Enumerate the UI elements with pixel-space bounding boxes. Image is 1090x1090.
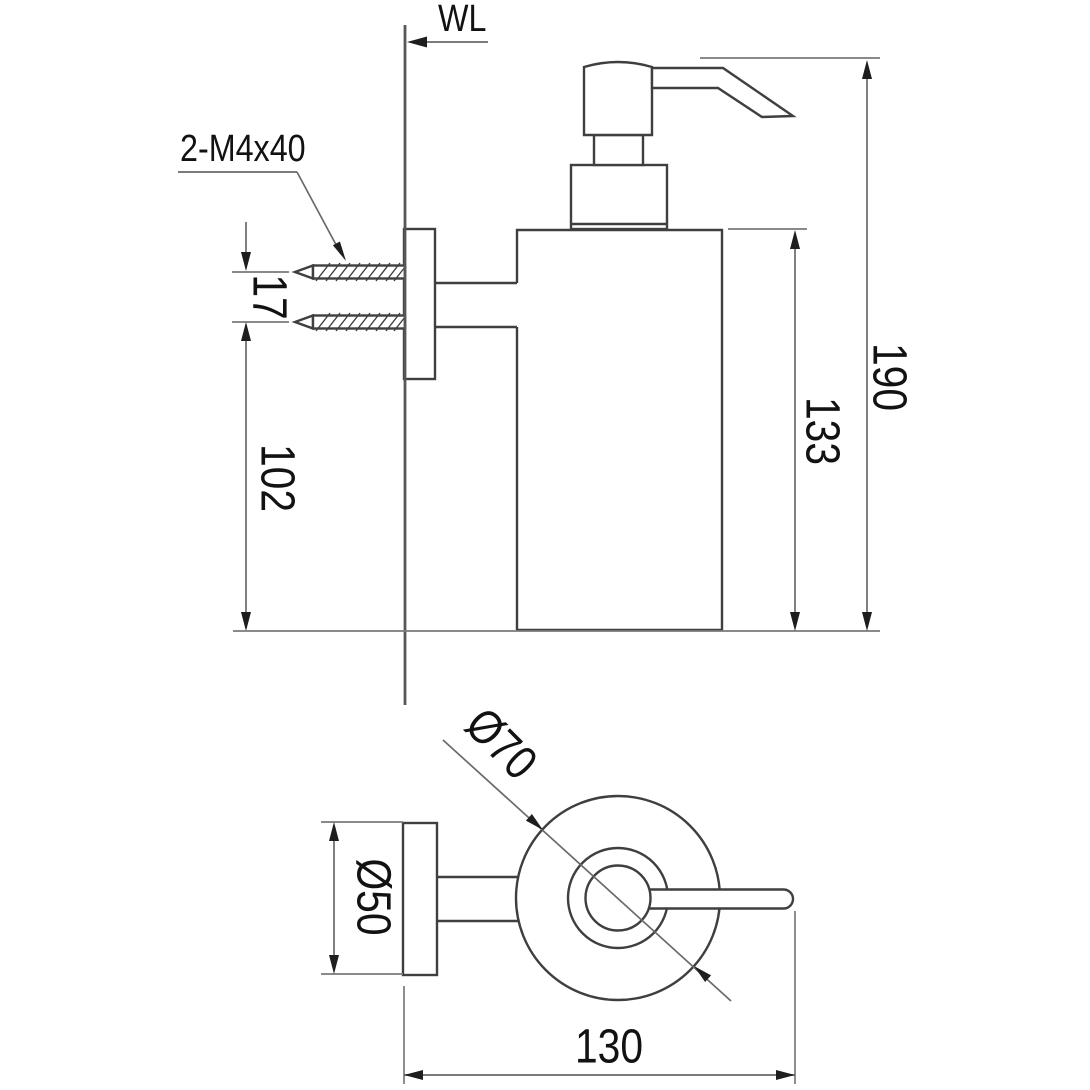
wall-plate-side — [402, 227, 437, 381]
dim-130-arrow-left — [404, 1070, 423, 1080]
screw-spec-leader — [296, 171, 342, 255]
dim-17-text: 17 — [243, 274, 296, 319]
dim-17-arrow-down — [241, 252, 251, 271]
mounting-screw-lower — [291, 312, 407, 332]
screw-tip — [291, 263, 315, 281]
dim-130-text: 130 — [575, 1021, 643, 1074]
dim-102-arrow-down — [241, 612, 251, 631]
wall-line-callout: WL — [407, 0, 488, 48]
pump-head — [582, 60, 654, 137]
screw-spec-callout: 2-M4x40 — [178, 128, 346, 261]
pump-spout — [650, 66, 797, 119]
screw-spec-label: 2-M4x40 — [180, 128, 306, 170]
side-elevation-view — [291, 25, 797, 705]
dimension-130: 130 — [403, 911, 796, 1084]
dim-d70-arrow-upper — [525, 814, 543, 830]
dim-d50-text: Ø50 — [347, 858, 400, 935]
dim-102-arrow-up — [241, 322, 251, 341]
screw-thread-hatching — [315, 312, 406, 332]
dimension-d70: Ø70 — [442, 698, 732, 1002]
dim-d70-text: Ø70 — [455, 698, 547, 790]
dim-d50-arrow-down — [329, 955, 339, 974]
pump-neck — [592, 133, 645, 167]
mounting-screw-upper — [291, 262, 407, 282]
pump-collar — [569, 163, 669, 231]
screw-spec-arrowhead — [332, 241, 346, 261]
dim-130-arrow-right — [776, 1070, 795, 1080]
dim-102-text: 102 — [251, 444, 304, 512]
dispenser-body-outline — [515, 228, 724, 632]
dim-190-text: 190 — [863, 343, 916, 411]
dim-133-arrow-up — [790, 230, 800, 249]
dimension-133: 133 — [728, 228, 849, 631]
dimension-102: 102 — [241, 322, 303, 631]
wall-line-label: WL — [438, 0, 486, 40]
screw-tip — [291, 313, 315, 331]
wl-arrowhead — [407, 36, 427, 48]
dim-d70-leader — [442, 739, 732, 1002]
dimension-d50: Ø50 — [321, 821, 403, 975]
dimension-190: 190 — [700, 57, 916, 631]
dim-190-arrow-down — [862, 612, 872, 631]
dim-d70-arrow-lower — [694, 966, 712, 982]
plan-view — [401, 794, 795, 1002]
wall-plate-plan — [401, 821, 439, 977]
dimension-17: 17 — [232, 222, 296, 323]
dim-133-text: 133 — [796, 397, 849, 465]
screw-thread-hatching — [315, 262, 406, 282]
dim-d50-arrow-up — [329, 822, 339, 841]
spout-plan — [649, 888, 795, 910]
dim-133-arrow-down — [790, 612, 800, 631]
dim-190-arrow-up — [862, 60, 872, 79]
